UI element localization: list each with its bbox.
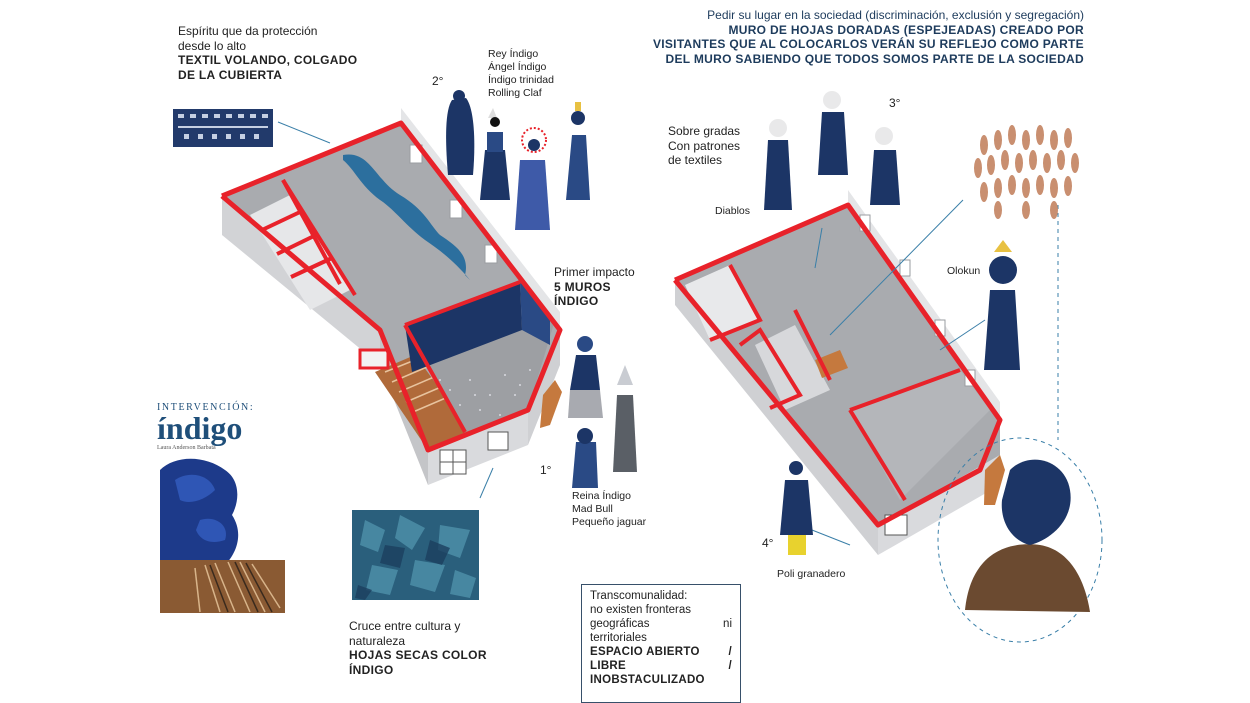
transcomunalidad-bold2b: / [728, 660, 732, 672]
transcomunalidad-line2: no existen fronteras [590, 604, 692, 616]
poli-granadero-label: Poli granadero [777, 568, 846, 580]
transcomunalidad-bold-row1: ESPACIO ABIERTO / [590, 645, 732, 659]
leader-lines [277, 121, 1103, 643]
book-cover-kicker: INTERVENCIÓN: [157, 402, 255, 413]
transcomunalidad-title: Transcomunalidad: [590, 590, 688, 602]
primer-impacto-line1: Primer impacto [554, 265, 635, 279]
golden-wall-annotation: Pedir su lugar en la sociedad (discrimin… [653, 8, 1084, 66]
golden-wall-bold3: DEL MURO SABIENDO QUE TODOS SOMOS PARTE … [665, 51, 1084, 66]
group3-number: 3° [889, 96, 901, 110]
cruce-bold1: HOJAS SECAS COLOR [349, 648, 487, 662]
transcomunalidad-bold1b: / [728, 646, 732, 658]
right-floor-plan [673, 190, 1005, 555]
indigo-leaves-image [352, 510, 479, 600]
gradas-line2: Con patrones [668, 138, 741, 153]
group2-name-1: Rey Índigo [488, 48, 539, 60]
group2-name-4: Rolling Claf [488, 87, 542, 99]
group2-name-3: Índigo trinidad [488, 74, 554, 86]
transcomunalidad-bold-row2: LIBRE / [590, 659, 732, 673]
transcomunalidad-box: Transcomunalidad: no existen fronteras g… [581, 584, 741, 703]
cruce-line2: naturaleza [349, 633, 406, 648]
olokun-label: Olokun [947, 265, 981, 277]
textile-annotation-bold1: TEXTIL VOLANDO, COLGADO [178, 53, 358, 67]
textile-annotation-line2: desde lo alto [178, 38, 247, 53]
group1-name-2: Mad Bull [572, 503, 613, 515]
gradas-line1: Sobre gradas [668, 124, 741, 138]
transcomunalidad-bold3: INOBSTACULIZADO [590, 674, 705, 686]
golden-wall-bold2: VISITANTES QUE AL COLOCARLOS VERÁN SU RE… [652, 37, 1084, 51]
primer-impacto-bold1: 5 MUROS [554, 279, 611, 294]
group2-names: Rey Índigo Ángel Índigo Índigo trinidad … [488, 48, 554, 100]
transcomunalidad-line3: geográficas ni [590, 617, 732, 631]
textile-annotation-line1: Espíritu que da protección [178, 24, 318, 38]
primer-impacto-annotation: Primer impacto 5 MUROS ÍNDIGO [554, 265, 635, 309]
transcomunalidad-line4: territoriales [590, 632, 647, 644]
transcomunalidad-bold2a: LIBRE [590, 660, 626, 672]
gradas-annotation: Sobre gradas Con patrones de textiles [668, 124, 740, 168]
textile-annotation: Espíritu que da protección desde lo alto… [178, 24, 357, 82]
transcomunalidad-line3b: ni [723, 618, 732, 630]
book-cover-title: índigo [157, 410, 243, 446]
cruce-line1: Cruce entre cultura y [349, 619, 461, 633]
textile-swatch [173, 109, 273, 147]
group2-name-2: Ángel Índigo [488, 61, 547, 73]
primer-impacto-bold2: ÍNDIGO [554, 294, 599, 308]
golden-wall-line1: Pedir su lugar en la sociedad (discrimin… [707, 8, 1084, 22]
group4-number: 4° [762, 536, 774, 550]
group1-name-3: Pequeño jaguar [572, 516, 647, 528]
costume-figures [446, 90, 1090, 612]
golden-wall-bold1: MURO DE HOJAS DORADAS (ESPEJEADAS) CREAD… [728, 22, 1084, 37]
group2-number: 2° [432, 74, 444, 88]
golden-leaves [974, 125, 1079, 219]
transcomunalidad-line3a: geográficas [590, 618, 650, 630]
book-cover-author: Laura Anderson Barbata [157, 445, 216, 451]
cruce-bold2: ÍNDIGO [349, 662, 394, 677]
book-cover-image [157, 455, 287, 613]
diablos-label: Diablos [715, 205, 751, 217]
left-floor-plan [220, 108, 563, 485]
group1-number: 1° [540, 463, 552, 477]
group1-names: Reina Índigo Mad Bull Pequeño jaguar [572, 490, 646, 529]
group1-name-1: Reina Índigo [572, 490, 631, 502]
textile-annotation-bold2: DE LA CUBIERTA [178, 67, 283, 82]
book-cover: INTERVENCIÓN: índigo Laura Anderson Barb… [157, 402, 287, 451]
transcomunalidad-bold1a: ESPACIO ABIERTO [590, 646, 700, 658]
cruce-annotation: Cruce entre cultura y naturaleza HOJAS S… [349, 619, 497, 677]
gradas-line3: de textiles [668, 153, 723, 167]
